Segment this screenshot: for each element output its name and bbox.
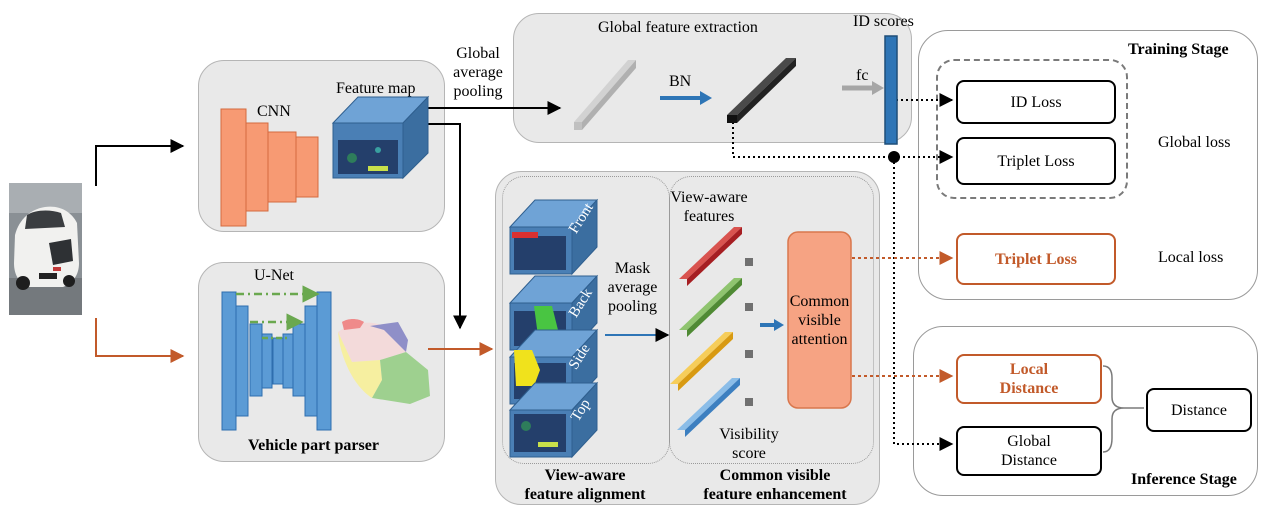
id-scores-label: ID scores (853, 13, 914, 30)
common-visible-attention-block (787, 231, 852, 409)
unet-blocks (221, 291, 332, 431)
id-scores-bar (884, 35, 898, 145)
id-loss-box: ID Loss (956, 80, 1116, 124)
distance-box: Distance (1146, 388, 1252, 432)
inference-stage-title: Inference Stage (1131, 471, 1237, 488)
feature-map-label: Feature map (336, 80, 416, 97)
vehicle-part-parser-title: Vehicle part parser (248, 437, 379, 454)
arrow-to-triplet-loss (732, 122, 954, 164)
arrow-feature-to-view-aware (428, 123, 467, 330)
feature-bar-green (679, 278, 742, 337)
feature-bar-yellow (670, 332, 733, 391)
feature-map-cube (331, 95, 430, 180)
local-loss-label: Local loss (1158, 249, 1224, 266)
fc-label: fc (856, 67, 869, 84)
visibility-scores (745, 258, 753, 406)
unet-label: U-Net (254, 267, 294, 284)
global-loss-label: Global loss (1158, 134, 1231, 151)
cnn-label: CNN (257, 103, 291, 120)
arrow-image-to-cnn (95, 139, 185, 186)
distance-brace (1102, 365, 1125, 453)
view-cube-front (508, 198, 599, 276)
bn-feature-bar (727, 58, 796, 123)
training-stage-title: Training Stage (1128, 41, 1229, 58)
view-cube-top (508, 381, 599, 459)
feature-bar-blue (677, 378, 740, 437)
triplet-loss-box: Triplet Loss (956, 137, 1116, 185)
parsed-vehicle-mask (338, 319, 430, 404)
arrow-to-global-distance (893, 157, 954, 451)
local-triplet-loss-box: Triplet Loss (956, 233, 1116, 285)
common-visible-subpanel (669, 176, 874, 464)
global-feature-extraction-title: Global feature extraction (598, 19, 758, 36)
arrow-image-to-unet (95, 318, 185, 363)
gap-feature-bar (574, 60, 636, 130)
vehicle-photo (9, 183, 82, 315)
global-loss-group (936, 59, 1128, 199)
bn-label: BN (669, 73, 692, 90)
cnn-blocks (220, 108, 319, 227)
feature-bar-red (679, 227, 742, 286)
